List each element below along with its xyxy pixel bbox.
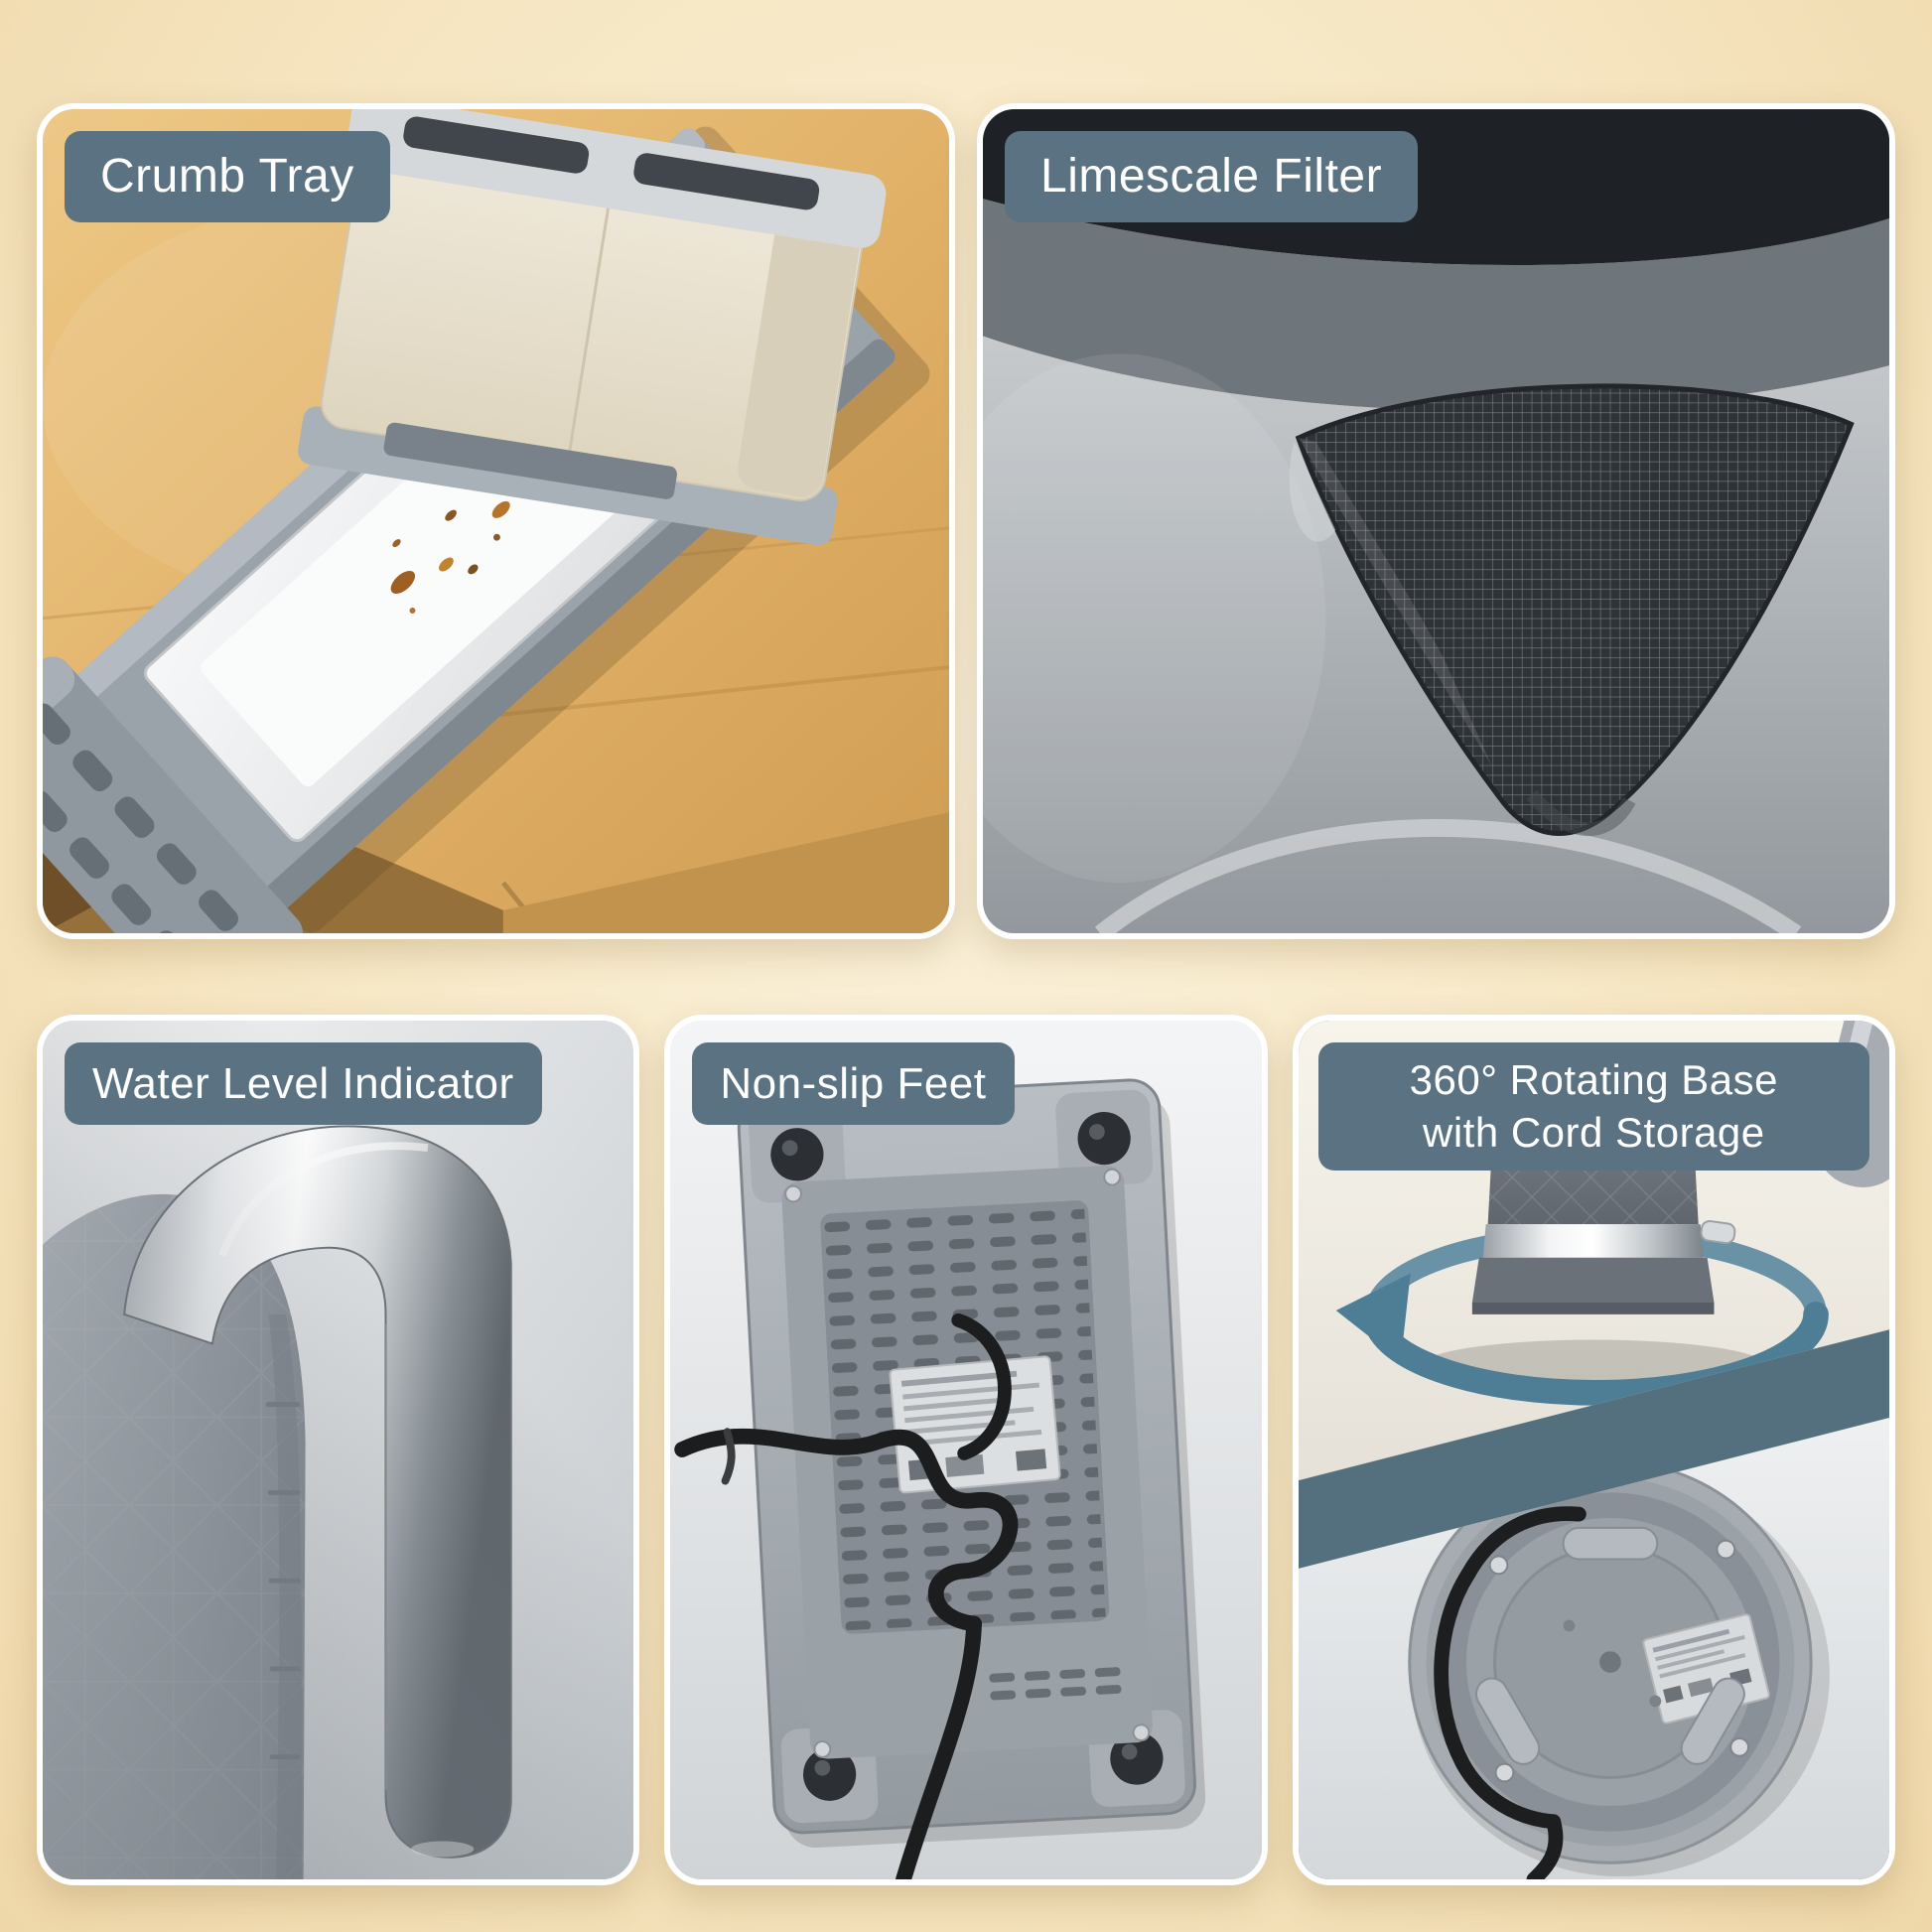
crumbs	[390, 473, 521, 614]
non-slip-feet-label: Non-slip Feet	[692, 1042, 1015, 1125]
crumb-tray-label: Crumb Tray	[65, 131, 390, 222]
rotating-base-label: 360° Rotating Base with Cord Storage	[1317, 1042, 1869, 1171]
limescale-filter-photo	[983, 109, 1889, 933]
non-slip-feet-photo	[670, 1021, 1262, 1879]
stored-cord	[1433, 1506, 1587, 1879]
panel-crumb-tray: Crumb Tray	[37, 103, 955, 939]
limescale-filter-label: Limescale Filter	[1005, 131, 1419, 222]
panel-water-level-indicator: Water Level Indicator	[37, 1015, 640, 1885]
screws	[784, 1168, 1151, 1758]
toaster-illustration	[298, 109, 887, 546]
bottom-vents	[989, 1667, 1122, 1701]
panel-limescale-filter: Limescale Filter	[977, 103, 1895, 939]
rating-label	[889, 1355, 1061, 1494]
rotating-feet-tabs	[1474, 1526, 1745, 1765]
underside-screws	[1488, 1539, 1749, 1783]
panel-non-slip-feet: Non-slip Feet	[664, 1015, 1268, 1885]
rotating-base-label-line2: with Cord Storage	[1422, 1108, 1765, 1156]
handle-slots	[43, 703, 238, 933]
top-row: Crumb Tray	[37, 103, 1895, 939]
bottom-row: Water Level Indicator	[37, 1015, 1895, 1885]
panel-rotating-base: 360° Rotating Base with Cord Storage	[1292, 1015, 1895, 1885]
rotation-arrow	[1335, 1273, 1829, 1406]
crumb-tray-photo	[43, 109, 949, 933]
power-cord	[674, 1312, 1019, 1879]
rotating-base-label-line1: 360° Rotating Base	[1409, 1056, 1778, 1103]
water-level-indicator-label: Water Level Indicator	[65, 1042, 542, 1125]
water-level-indicator-photo	[43, 1021, 634, 1879]
mesh-filter	[1289, 383, 1855, 837]
kettle-base-underside	[738, 1078, 1206, 1849]
